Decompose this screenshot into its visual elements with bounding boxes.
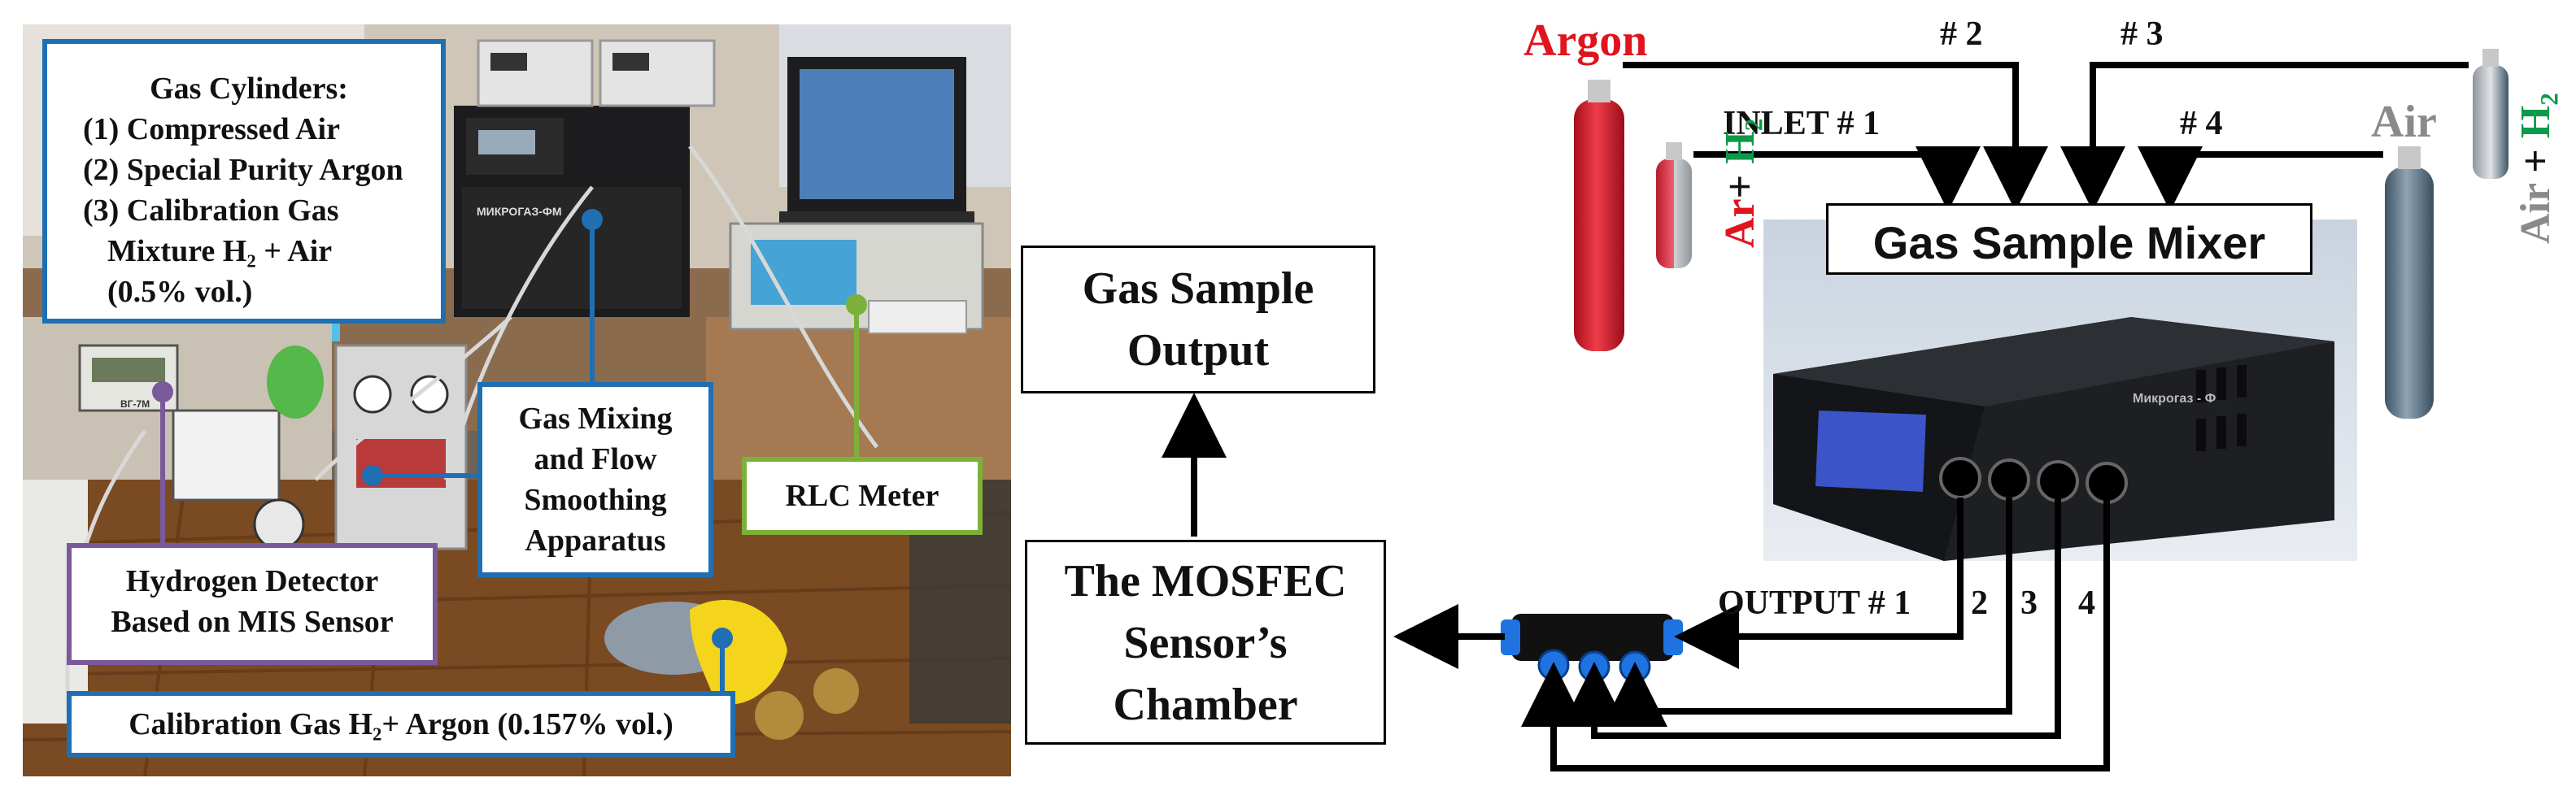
rlc-meter-box: RLC Meter: [742, 457, 983, 535]
output-3-label: 3: [2020, 585, 2038, 622]
mixer-label: Gas Sample Mixer: [1872, 217, 2266, 268]
rack-brand-text: МИКРОГАЗ-ФМ: [477, 205, 562, 218]
cylinder-line-4: Mixture H₂ + Air: [107, 234, 333, 268]
output-2-label: 2: [1971, 585, 1988, 622]
rlc-meter-label: RLC Meter: [785, 479, 939, 513]
air-h2-label: Air + H₂: [2512, 93, 2560, 244]
ar-h2-label: Ar+ H₂: [1716, 119, 1764, 248]
air-label: Air: [2371, 97, 2437, 147]
inlet-1-label: INLET # 1: [1723, 105, 1880, 142]
output-4-label: 4: [2078, 585, 2095, 622]
argon-label: Argon: [1523, 15, 1648, 66]
cylinder-line-2: (2) Special Purity Argon: [83, 153, 403, 187]
ar-h2-label-h2: H₂: [1717, 118, 1763, 164]
output-line-1: Gas Sample: [1082, 263, 1314, 314]
gas-cylinders-title: Gas Cylinders:: [150, 72, 348, 106]
gas-mixing-box: Gas Mixing and Flow Smoothing Apparatus: [477, 382, 713, 577]
cylinder-line-5: (0.5% vol.): [107, 275, 253, 309]
ar-h2-label-plus: +: [1717, 163, 1763, 199]
chamber-line-1: The MOSFEC: [1064, 556, 1347, 606]
cylinder-line-3: (3) Calibration Gas: [83, 193, 339, 228]
mixing-line-1: Gas Mixing: [518, 402, 673, 436]
air-h2-label-air: Air: [2513, 183, 2559, 244]
chamber-line-2: Sensor’s: [1123, 618, 1288, 668]
mixer-device-brand: Микрогаз - Ф: [2133, 392, 2216, 406]
ar-h2-label-ar: Ar: [1717, 198, 1763, 248]
inlet-2-label: # 2: [1940, 15, 1983, 53]
calibration-gas-label: Calibration Gas H₂+ Argon (0.157% vol.): [129, 707, 673, 741]
mosfec-chamber-box: The MOSFEC Sensor’s Chamber: [1025, 540, 1386, 745]
air-h2-label-plus: +: [2513, 138, 2559, 184]
gas-cylinders-box: Gas Cylinders: (1) Compressed Air (2) Sp…: [42, 39, 446, 324]
mixing-line-2: and Flow: [534, 442, 657, 476]
detector-line-1: Hydrogen Detector: [125, 564, 379, 598]
photo-pointers: [152, 209, 867, 691]
inlet-4-label: # 4: [2180, 105, 2223, 142]
hydrogen-detector-box: Hydrogen Detector Based on MIS Sensor: [67, 543, 438, 665]
mixing-line-3: Smoothing: [524, 483, 667, 517]
chamber-line-3: Chamber: [1113, 680, 1298, 730]
air-h2-label-h2: H₂: [2513, 93, 2559, 139]
output-1-label: OUTPUT # 1: [1718, 585, 1911, 622]
output-line-2: Output: [1127, 325, 1270, 376]
cylinder-line-1: (1) Compressed Air: [83, 112, 340, 146]
calibration-gas-box: Calibration Gas H₂+ Argon (0.157% vol.): [67, 691, 735, 758]
inlet-3-label: # 3: [2121, 15, 2164, 53]
detector-brand-text: ВГ-7М: [120, 398, 150, 410]
gas-sample-mixer-box: Gas Sample Mixer: [1826, 203, 2312, 275]
gas-sample-output-box: Gas Sample Output: [1021, 246, 1375, 393]
mixing-line-4: Apparatus: [525, 524, 666, 558]
detector-line-2: Based on MIS Sensor: [111, 605, 394, 639]
